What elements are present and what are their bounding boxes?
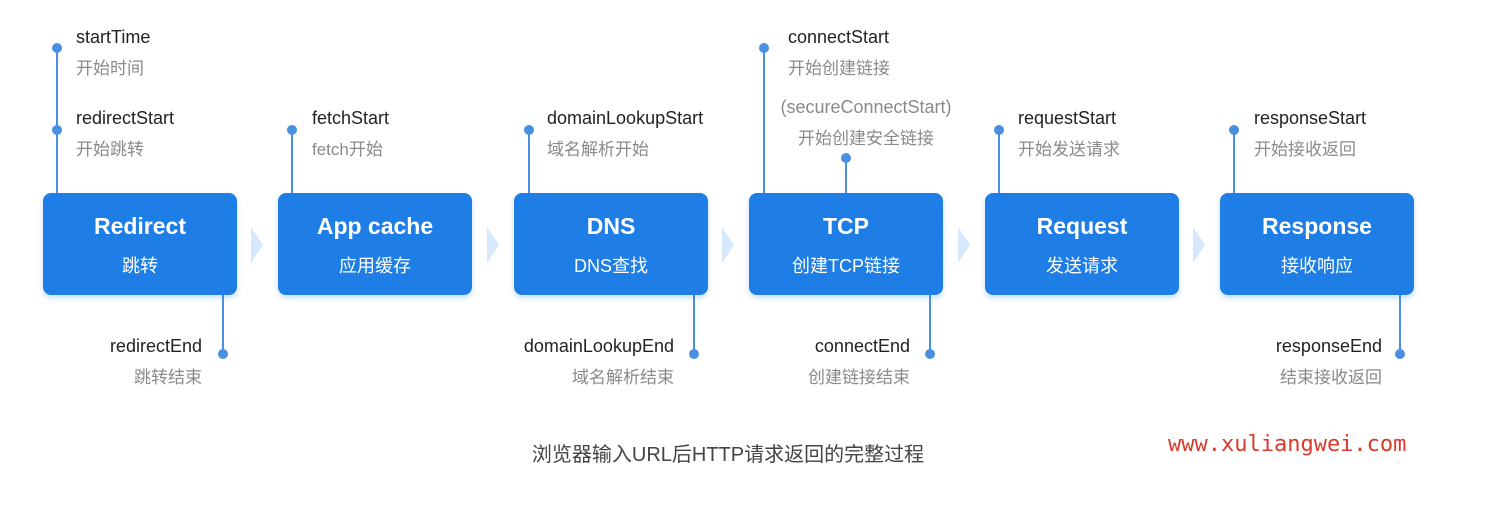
event-name: redirectEnd xyxy=(109,336,202,356)
event-name: (secureConnectStart) xyxy=(780,97,952,117)
event-name: connectStart xyxy=(788,27,890,47)
chevron-right-icon xyxy=(487,227,499,263)
stage-title: Request xyxy=(1036,213,1128,239)
event-desc: 开始创建链接 xyxy=(788,59,890,78)
watermark: www.xuliangwei.com xyxy=(1168,432,1407,457)
dot-domainLookupStart xyxy=(524,125,534,135)
event-name: responseEnd xyxy=(1275,336,1382,356)
event-name: startTime xyxy=(76,27,151,47)
stage-request: Request 发送请求 xyxy=(985,193,1179,295)
dot-startTime xyxy=(52,43,62,53)
event-desc: fetch开始 xyxy=(312,140,383,159)
dot-redirectEnd xyxy=(218,349,228,359)
dot-connectStart xyxy=(759,43,769,53)
stage-dns: DNS DNS查找 xyxy=(514,193,708,295)
label-connectStart: connectStart 开始创建链接 xyxy=(788,27,890,79)
dot-fetchStart xyxy=(287,125,297,135)
event-name: responseStart xyxy=(1254,108,1367,128)
stage-title: Response xyxy=(1262,213,1372,239)
label-redirectStart: redirectStart 开始跳转 xyxy=(76,108,174,160)
stage-tcp: TCP 创建TCP链接 xyxy=(749,193,943,295)
chevron-right-icon xyxy=(251,227,263,263)
event-desc: 跳转结束 xyxy=(134,368,202,387)
event-desc: 开始发送请求 xyxy=(1018,140,1120,159)
event-name: fetchStart xyxy=(312,108,390,128)
stage-redirect: Redirect 跳转 xyxy=(43,193,237,295)
label-secureConnectStart: (secureConnectStart) 开始创建安全链接 xyxy=(766,97,966,149)
event-name: requestStart xyxy=(1018,108,1117,128)
label-redirectEnd: redirectEnd 跳转结束 xyxy=(110,336,202,388)
stage-subtitle: 发送请求 xyxy=(1046,256,1118,276)
chevron-right-icon xyxy=(722,227,734,263)
event-name: domainLookupStart xyxy=(547,108,704,128)
chevron-right-icon xyxy=(958,227,970,263)
stage-subtitle: DNS查找 xyxy=(573,256,648,276)
label-startTime: startTime 开始时间 xyxy=(76,27,150,79)
stage-title: App cache xyxy=(316,213,434,239)
dot-connectEnd xyxy=(925,349,935,359)
diagram-caption: 浏览器输入URL后HTTP请求返回的完整过程 xyxy=(531,444,925,466)
label-responseStart: responseStart 开始接收返回 xyxy=(1254,108,1366,160)
label-responseEnd: responseEnd 结束接收返回 xyxy=(1276,336,1382,388)
dot-secureConnectStart xyxy=(841,153,851,163)
event-desc: 开始创建安全链接 xyxy=(798,129,934,148)
label-fetchStart: fetchStart fetch开始 xyxy=(312,108,389,160)
label-requestStart: requestStart 开始发送请求 xyxy=(1018,108,1120,160)
event-desc: 开始跳转 xyxy=(76,140,144,159)
event-name: domainLookupEnd xyxy=(523,336,674,356)
event-name: connectEnd xyxy=(814,336,910,356)
stage-title: DNS xyxy=(586,213,636,239)
event-desc: 创建链接结束 xyxy=(808,368,910,387)
stage-subtitle: 接收响应 xyxy=(1281,256,1353,276)
label-domainLookupEnd: domainLookupEnd 域名解析结束 xyxy=(524,336,674,388)
event-name: redirectStart xyxy=(76,108,175,128)
event-desc: 开始接收返回 xyxy=(1254,140,1356,159)
dot-responseEnd xyxy=(1395,349,1405,359)
stage-subtitle: 应用缓存 xyxy=(339,256,411,276)
event-desc: 域名解析结束 xyxy=(572,368,674,387)
stage-subtitle: 跳转 xyxy=(122,256,158,276)
dot-redirectStart xyxy=(52,125,62,135)
dot-domainLookupEnd xyxy=(689,349,699,359)
stage-title: Redirect xyxy=(93,213,187,239)
event-desc: 域名解析开始 xyxy=(547,140,649,159)
label-domainLookupStart: domainLookupStart 域名解析开始 xyxy=(547,108,703,160)
stage-response: Response 接收响应 xyxy=(1220,193,1414,295)
dot-requestStart xyxy=(994,125,1004,135)
stage-subtitle: 创建TCP链接 xyxy=(792,256,900,276)
event-desc: 开始时间 xyxy=(76,59,144,78)
dot-responseStart xyxy=(1229,125,1239,135)
chevron-right-icon xyxy=(1193,227,1205,263)
stage-app-cache: App cache 应用缓存 xyxy=(278,193,472,295)
stage-title: TCP xyxy=(823,213,869,239)
label-connectEnd: connectEnd 创建链接结束 xyxy=(808,336,910,388)
event-desc: 结束接收返回 xyxy=(1280,368,1382,387)
